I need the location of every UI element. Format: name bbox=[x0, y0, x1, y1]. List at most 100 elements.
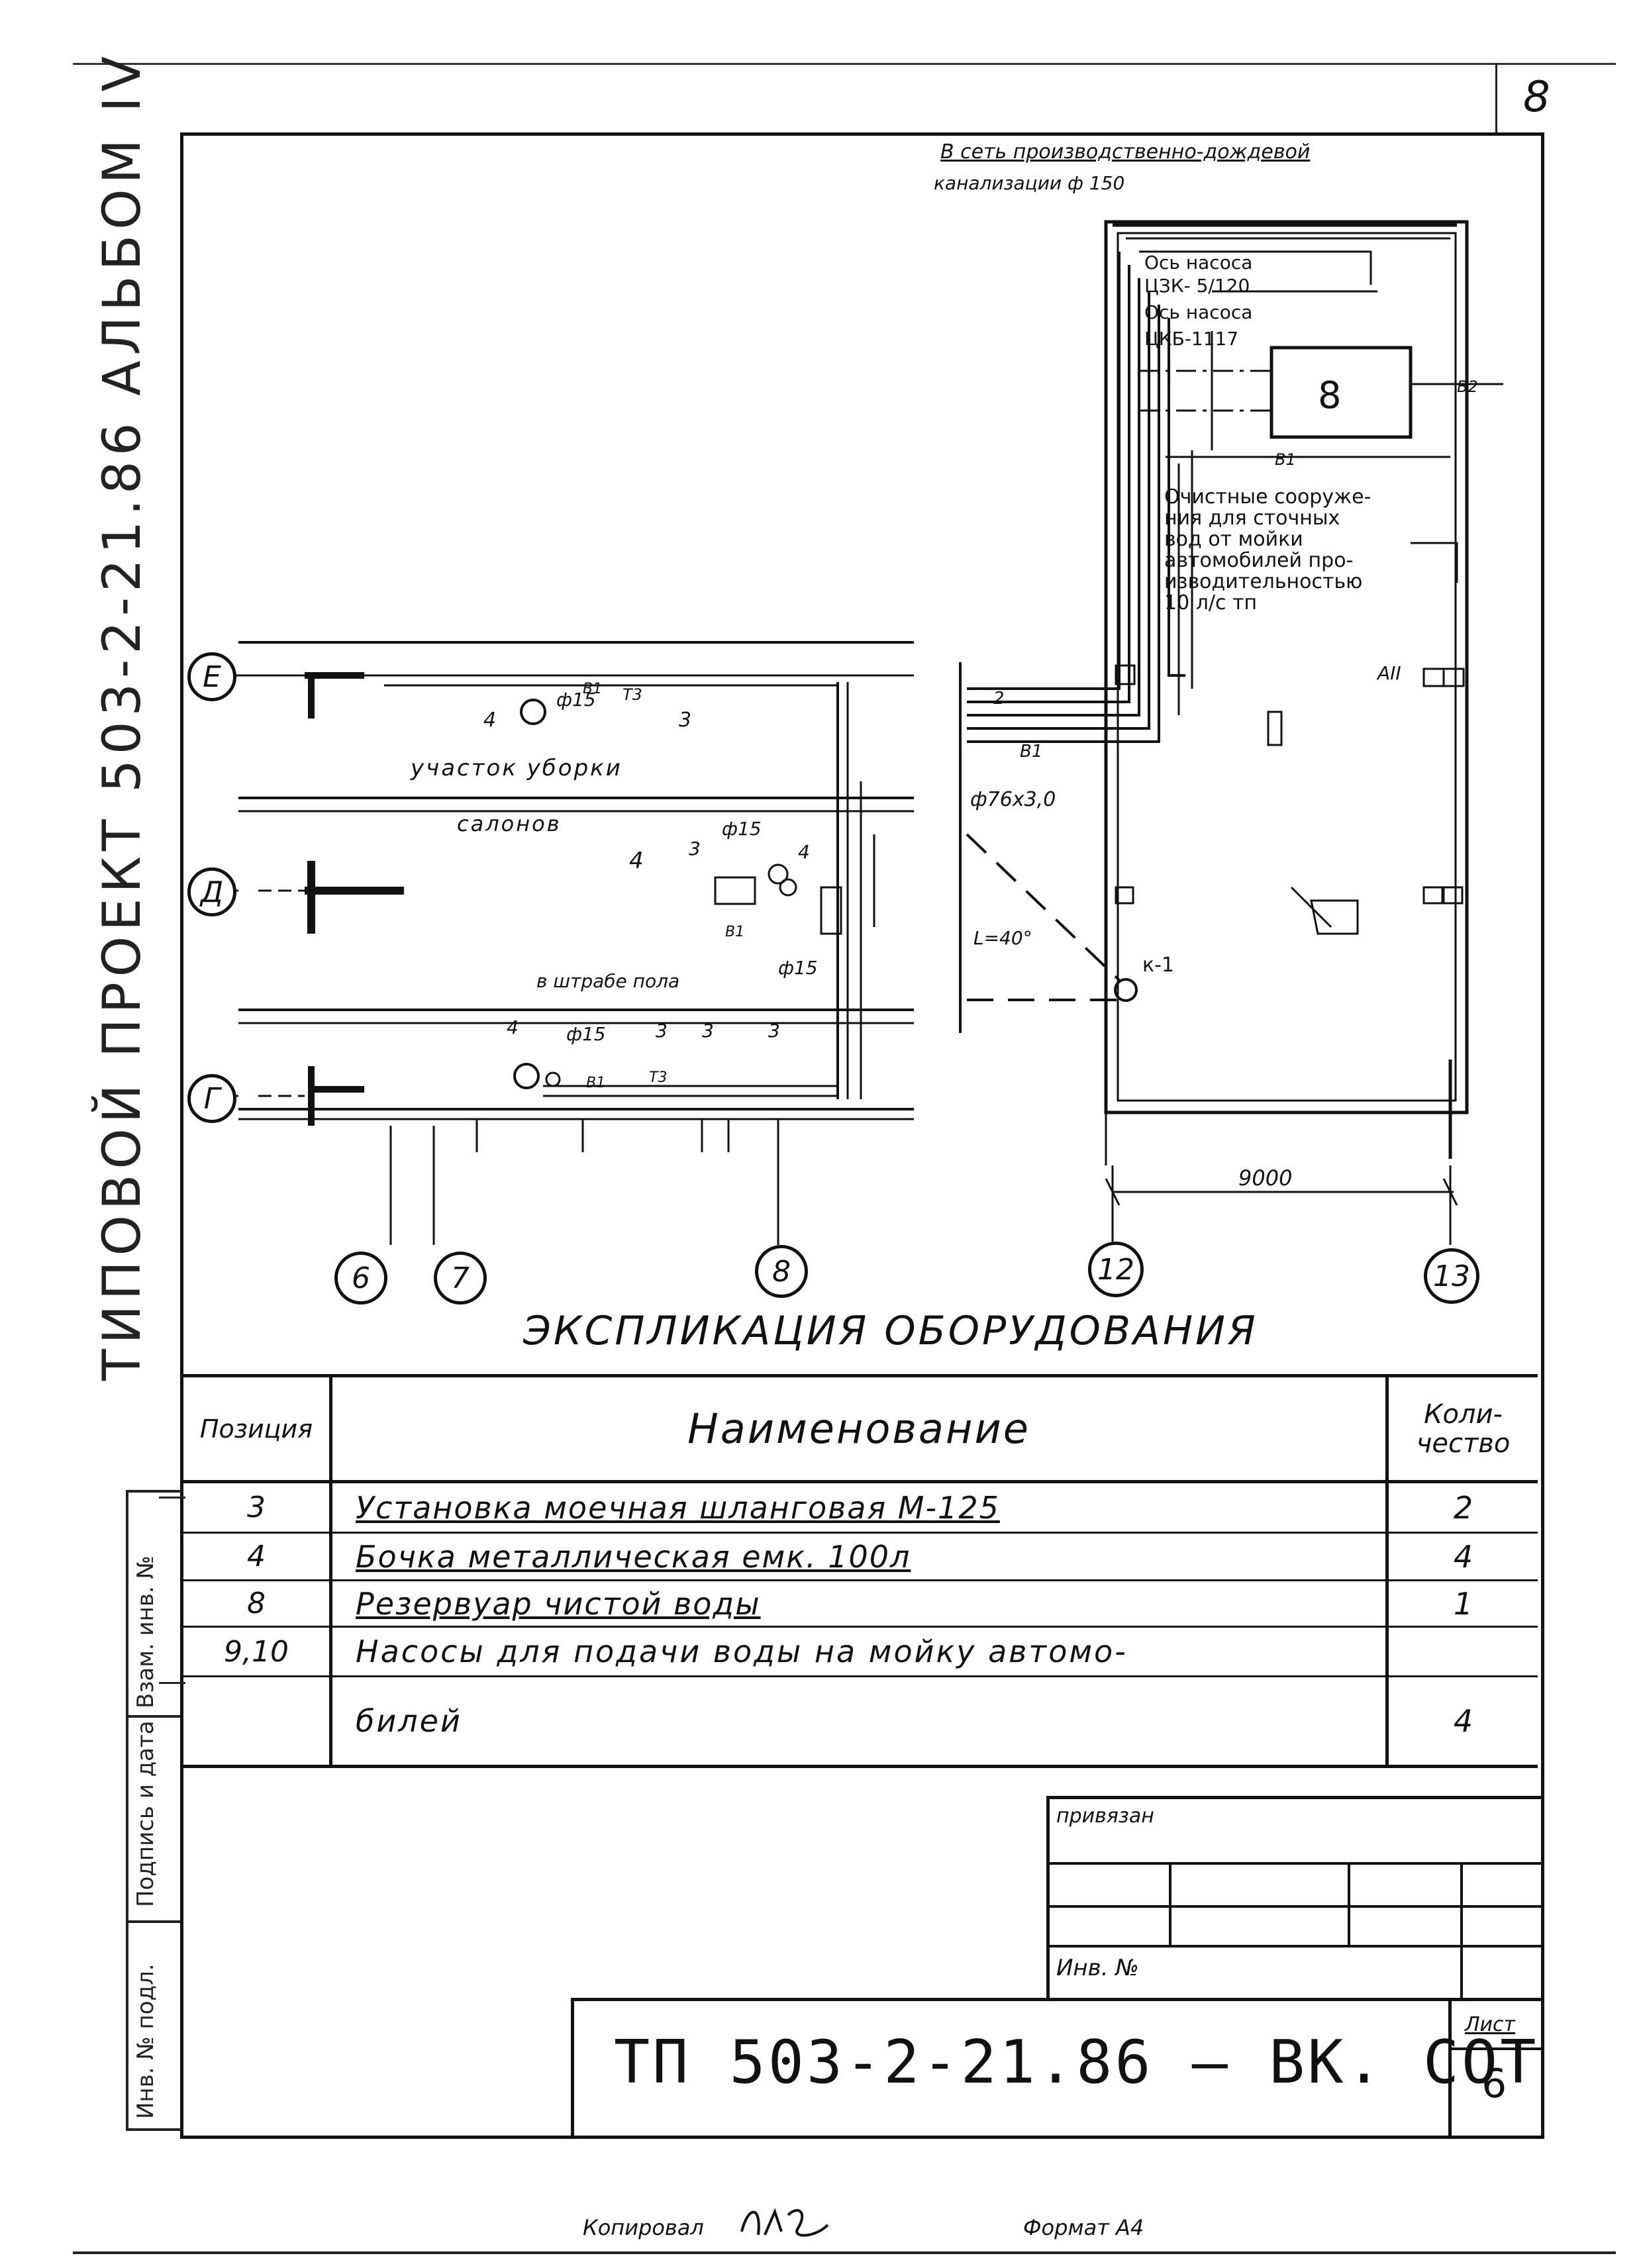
pipe-b1-top-label: В1 bbox=[1275, 450, 1296, 469]
sheet-value: 6 bbox=[1481, 2061, 1507, 2107]
bound-col bbox=[1348, 1862, 1350, 1945]
table-header-line bbox=[183, 1480, 1538, 1483]
area-label-2: салонов bbox=[457, 811, 562, 836]
b1-label: В1 bbox=[586, 1075, 606, 1091]
row-qty: 1 bbox=[1453, 1585, 1473, 1622]
row-pos: 8 bbox=[247, 1587, 266, 1620]
table-top-line bbox=[183, 1374, 1538, 1377]
row-pos: 3 bbox=[247, 1491, 266, 1524]
b1-label: В1 bbox=[583, 681, 603, 697]
pos4-label: 4 bbox=[798, 841, 810, 863]
table-bottom-line bbox=[183, 1765, 1538, 1768]
t3-label: Т3 bbox=[622, 685, 642, 704]
table-row-line bbox=[183, 1532, 1538, 1534]
project-code: ТП 503-2-21.86 — ВК. СОТ bbox=[614, 2028, 1539, 2097]
bound-line bbox=[1050, 1862, 1541, 1865]
row-qty: 4 bbox=[1453, 1538, 1473, 1575]
axis-col-6: 6 bbox=[334, 1252, 387, 1305]
axis-row-e: Е bbox=[187, 652, 236, 701]
table-row-line bbox=[183, 1675, 1538, 1677]
sheet-number: 8 bbox=[1523, 73, 1550, 122]
sheet-number-box bbox=[1495, 63, 1497, 136]
treatment-note: Очистные сооруже- ния для сточных вод от… bbox=[1164, 487, 1371, 614]
stamp-tick-2 bbox=[159, 1682, 185, 1684]
treatment-note-line: изводительностью bbox=[1164, 570, 1363, 593]
stamp-signature: Подпись и дата bbox=[132, 1720, 159, 1907]
axis-row-d: Д bbox=[187, 867, 236, 916]
dim-9000: 9000 bbox=[1238, 1165, 1293, 1191]
network-note-1: В сеть производственно-дождевой bbox=[940, 140, 1311, 164]
header-name: Наименование bbox=[687, 1405, 1030, 1453]
stamp-replace-inv: Взам. инв. № bbox=[132, 1555, 159, 1708]
pos3-label: 3 bbox=[768, 1020, 780, 1042]
treatment-note-line: Очистные сооруже- bbox=[1164, 485, 1371, 509]
copier-signature bbox=[740, 2208, 829, 2237]
area-label-1: участок уборки bbox=[411, 755, 622, 781]
code-block: ТП 503-2-21.86 — ВК. СОТ Лист 6 bbox=[571, 1998, 1541, 2136]
equipment-table: Позиция Наименование Коли- чество 3 Уста… bbox=[183, 1374, 1538, 1768]
bound-line bbox=[1050, 1905, 1541, 1908]
t3-label: Т3 bbox=[649, 1069, 668, 1086]
pipe-b2-label: В2 bbox=[1457, 377, 1478, 396]
row-name: Бочка металлическая емк. 100л bbox=[356, 1538, 911, 1575]
row-qty bbox=[1389, 1628, 1538, 1675]
row-name: Установка моечная шланговая М-125 bbox=[356, 1489, 1000, 1526]
row-pos: 4 bbox=[247, 1540, 266, 1573]
pump-axis-1: Ось насоса bbox=[1144, 252, 1253, 273]
table-row-line bbox=[183, 1579, 1538, 1581]
k1-label: к-1 bbox=[1142, 954, 1175, 977]
phi15-label: ф15 bbox=[778, 957, 818, 979]
header-position: Позиция bbox=[199, 1414, 313, 1444]
axis-row-g: Г bbox=[187, 1074, 236, 1123]
pump-axis-2: Ось насоса bbox=[1144, 301, 1253, 323]
pipe-t2-label: 2 bbox=[993, 689, 1005, 709]
phi15-label: ф15 bbox=[556, 689, 596, 711]
table-row-line bbox=[183, 1626, 1538, 1628]
row-name: Резервуар чистой воды bbox=[356, 1585, 761, 1622]
side-stamp-column bbox=[126, 1490, 183, 2131]
bound-block: привязан Инв. № bbox=[1046, 1796, 1541, 2001]
treatment-note-line: ния для сточных bbox=[1164, 507, 1340, 530]
sheet-col-line bbox=[1448, 2001, 1452, 2136]
stamp-divider-1 bbox=[126, 1715, 180, 1718]
treatment-note-line: 10 л/с тп bbox=[1164, 591, 1258, 615]
pos3-label: 3 bbox=[679, 709, 692, 732]
row-pos: 9,10 bbox=[224, 1634, 289, 1669]
bound-col bbox=[1169, 1862, 1171, 1945]
pos4-label: 4 bbox=[507, 1016, 519, 1038]
floor-note: в штрабе пола bbox=[536, 970, 680, 992]
format-label: Формат А4 bbox=[1023, 2215, 1144, 2240]
sheet-row-line bbox=[1448, 2047, 1541, 2050]
row-name: Насосы для подачи воды на мойку автомо- bbox=[356, 1634, 1128, 1669]
bound-col bbox=[1460, 1862, 1463, 2001]
pipe-diameter: ф76х3,0 bbox=[970, 788, 1056, 811]
angle-label: L=40° bbox=[973, 927, 1032, 949]
axis-col-8: 8 bbox=[755, 1245, 808, 1298]
explication-title: ЭКСПЛИКАЦИЯ ОБОРУДОВАНИЯ bbox=[523, 1308, 1258, 1354]
main-frame bbox=[180, 132, 1544, 2139]
plan-drawing bbox=[224, 220, 1503, 1245]
axis-col-12: 12 bbox=[1088, 1242, 1144, 1297]
treatment-note-line: вод от мойки bbox=[1164, 528, 1303, 551]
stamp-tick-1 bbox=[159, 1497, 185, 1499]
header-quantity: Коли- чество bbox=[1389, 1377, 1538, 1480]
pos4-label: 4 bbox=[483, 709, 497, 732]
copied-label: Копировал bbox=[583, 2215, 704, 2240]
table-col-line bbox=[1385, 1374, 1389, 1768]
axis-col-7: 7 bbox=[434, 1252, 487, 1305]
phi15-label: ф15 bbox=[722, 818, 762, 840]
header-quantity-text: Коли- чество bbox=[1416, 1399, 1511, 1459]
tank-number: 8 bbox=[1318, 374, 1342, 417]
sheet-label: Лист bbox=[1465, 2013, 1516, 2036]
stamp-inv-no: Инв. № подл. bbox=[132, 1963, 159, 2119]
table-col-line bbox=[329, 1374, 332, 1768]
pump-model-2: ЦКБ-1117 bbox=[1144, 328, 1239, 350]
pipe-b1-mid-label: В1 bbox=[1020, 742, 1043, 762]
axis-col-13: 13 bbox=[1424, 1248, 1479, 1304]
b1-label: В1 bbox=[725, 924, 745, 940]
row-qty: 2 bbox=[1453, 1489, 1473, 1526]
stamp-divider-2 bbox=[126, 1920, 180, 1923]
bound-label: привязан bbox=[1056, 1804, 1154, 1828]
treatment-note-line: автомобилей про- bbox=[1164, 549, 1354, 572]
pos3-label: 3 bbox=[656, 1020, 668, 1042]
